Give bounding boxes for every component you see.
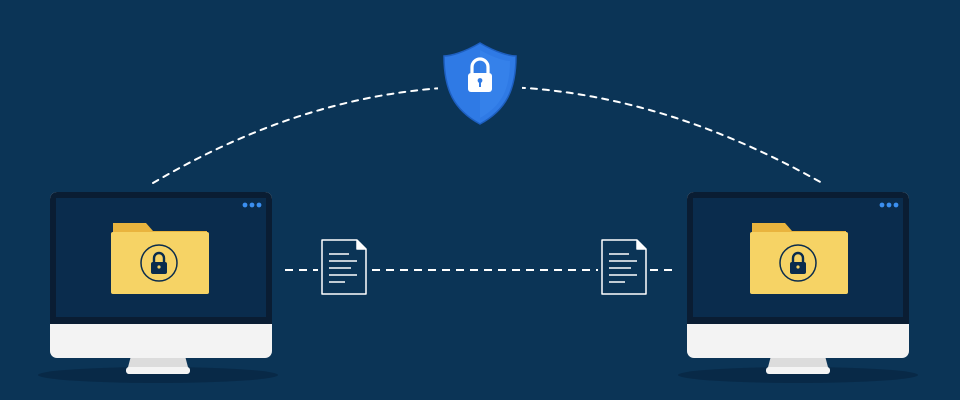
right-monitor [678,192,918,383]
locked-folder-icon [111,223,209,294]
left-monitor [38,192,278,383]
locked-folder-icon [750,223,848,294]
shield-lock-icon [438,42,522,125]
document-icon [321,239,367,295]
document-icon [601,239,647,295]
